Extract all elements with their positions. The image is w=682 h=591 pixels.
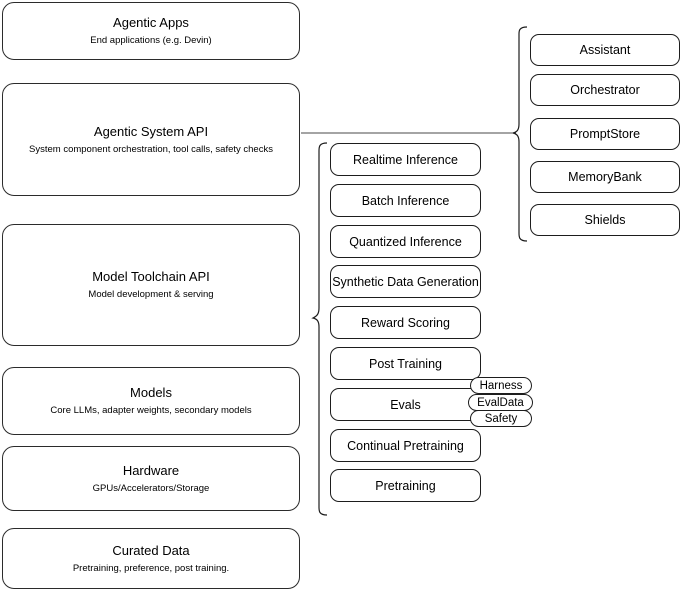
pill-shields[interactable]: Shields <box>530 204 680 236</box>
layer-title: Hardware <box>122 462 180 478</box>
pill-orchestrator[interactable]: Orchestrator <box>530 74 680 106</box>
toolchain-pills-bracket <box>311 142 328 516</box>
layer-subtitle: Model development & serving <box>88 289 214 300</box>
pill-post-training[interactable]: Post Training <box>330 347 481 380</box>
layer-title: Models <box>130 385 172 400</box>
layer-subtitle: Core LLMs, adapter weights, secondary mo… <box>50 405 252 416</box>
pill-reward-scoring[interactable]: Reward Scoring <box>330 306 481 339</box>
layer-box-agentic-system-api[interactable]: Agentic System API System component orch… <box>2 83 300 196</box>
tag-harness[interactable]: Harness <box>470 377 532 394</box>
layer-box-model-toolchain-api[interactable]: Model Toolchain API Model development & … <box>2 224 300 346</box>
pill-pretraining[interactable]: Pretraining <box>330 469 481 502</box>
layer-title: Agentic Apps <box>113 15 189 30</box>
pill-continual-pretraining[interactable]: Continual Pretraining <box>330 429 481 462</box>
pill-synthetic-data-generation[interactable]: Synthetic Data Generation <box>330 265 481 298</box>
layer-title: Agentic System API <box>93 123 209 139</box>
layer-box-models[interactable]: Models Core LLMs, adapter weights, secon… <box>2 367 300 435</box>
pill-quantized-inference[interactable]: Quantized Inference <box>330 225 481 258</box>
layer-title: Curated Data <box>112 542 190 558</box>
agentic-pills-bracket <box>512 26 528 242</box>
tag-evaldata[interactable]: EvalData <box>468 394 533 411</box>
pill-evals[interactable]: Evals <box>330 388 481 421</box>
layer-subtitle: GPUs/Accelerators/Storage <box>92 482 210 494</box>
layer-subtitle: Pretraining, preference, post training. <box>72 562 230 574</box>
layer-box-agentic-apps[interactable]: Agentic Apps End applications (e.g. Devi… <box>2 2 300 60</box>
pill-assistant[interactable]: Assistant <box>530 34 680 66</box>
layer-box-hardware[interactable]: Hardware GPUs/Accelerators/Storage <box>2 446 300 511</box>
layer-subtitle: System component orchestration, tool cal… <box>29 143 273 155</box>
pill-realtime-inference[interactable]: Realtime Inference <box>330 143 481 176</box>
tag-safety[interactable]: Safety <box>470 410 532 427</box>
pill-promptstore[interactable]: PromptStore <box>530 118 680 150</box>
layer-subtitle: End applications (e.g. Devin) <box>90 35 212 46</box>
pill-memorybank[interactable]: MemoryBank <box>530 161 680 193</box>
layer-title: Model Toolchain API <box>92 269 210 284</box>
layer-box-curated-data[interactable]: Curated Data Pretraining, preference, po… <box>2 528 300 589</box>
pill-batch-inference[interactable]: Batch Inference <box>330 184 481 217</box>
